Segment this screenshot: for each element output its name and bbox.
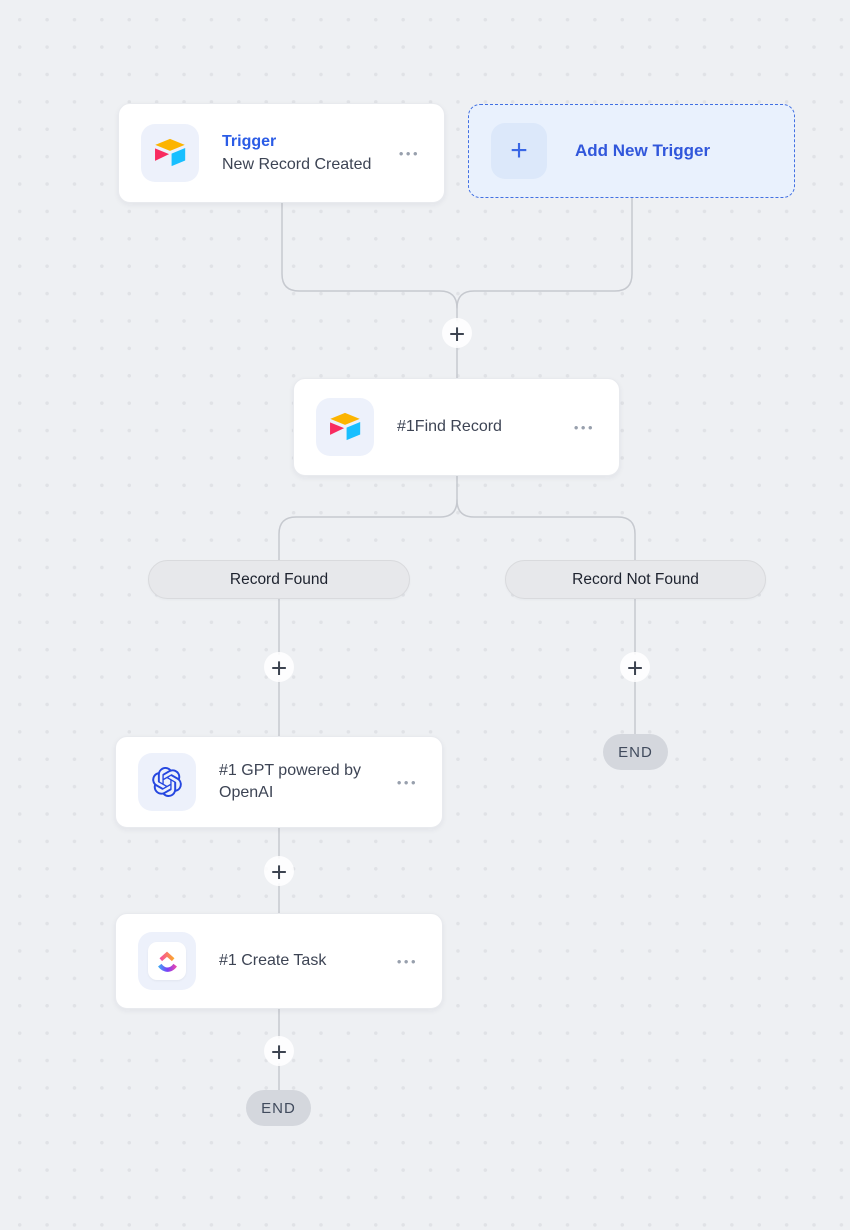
more-menu-icon[interactable]: ••• — [396, 774, 418, 790]
end-node-left: END — [246, 1090, 311, 1126]
airtable-icon — [141, 124, 199, 182]
connector-trigger-merge-right — [456, 197, 633, 309]
add-step-button-after-task[interactable]: + — [264, 1036, 294, 1068]
step-title: #1 GPT powered by OpenAI — [219, 762, 362, 801]
airtable-icon — [316, 398, 374, 456]
more-menu-icon[interactable]: ••• — [398, 145, 420, 161]
step-title: #1Find Record — [397, 418, 502, 435]
end-node-right: END — [603, 734, 668, 770]
openai-icon — [138, 753, 196, 811]
trigger-node[interactable]: Trigger New Record Created ••• — [118, 103, 445, 203]
add-new-trigger-button[interactable]: + Add New Trigger — [468, 104, 795, 198]
add-step-button-found[interactable]: + — [264, 652, 294, 684]
step-node-find-record[interactable]: #1Find Record ••• — [293, 378, 620, 476]
plus-icon: + — [491, 123, 547, 179]
clickup-icon — [138, 932, 196, 990]
connector-split-left — [278, 475, 458, 561]
svg-text:+: + — [271, 857, 287, 888]
more-menu-icon[interactable]: ••• — [573, 419, 595, 435]
svg-text:+: + — [271, 1037, 287, 1068]
branch-label-record-not-found: Record Not Found — [505, 560, 766, 599]
add-step-button-after-gpt[interactable]: + — [264, 856, 294, 888]
trigger-title: Trigger — [222, 132, 277, 150]
svg-text:+: + — [271, 653, 287, 684]
trigger-subtitle: New Record Created — [222, 155, 372, 173]
more-menu-icon[interactable]: ••• — [396, 953, 418, 969]
connector-trigger-merge-left — [281, 202, 458, 321]
connector-split-right — [456, 499, 636, 561]
svg-text:+: + — [627, 653, 643, 684]
clickup-icon-tile — [148, 942, 186, 980]
svg-text:+: + — [449, 319, 465, 350]
add-step-button-merge[interactable]: + — [442, 318, 472, 350]
step-title: #1 Create Task — [219, 952, 327, 969]
branch-label-record-found: Record Found — [148, 560, 410, 599]
add-step-button-notfound[interactable]: + — [620, 652, 650, 684]
step-node-gpt-openai[interactable]: #1 GPT powered by OpenAI ••• — [115, 736, 443, 828]
step-node-create-task[interactable]: #1 Create Task ••• — [115, 913, 443, 1009]
add-new-trigger-label: Add New Trigger — [575, 141, 711, 160]
